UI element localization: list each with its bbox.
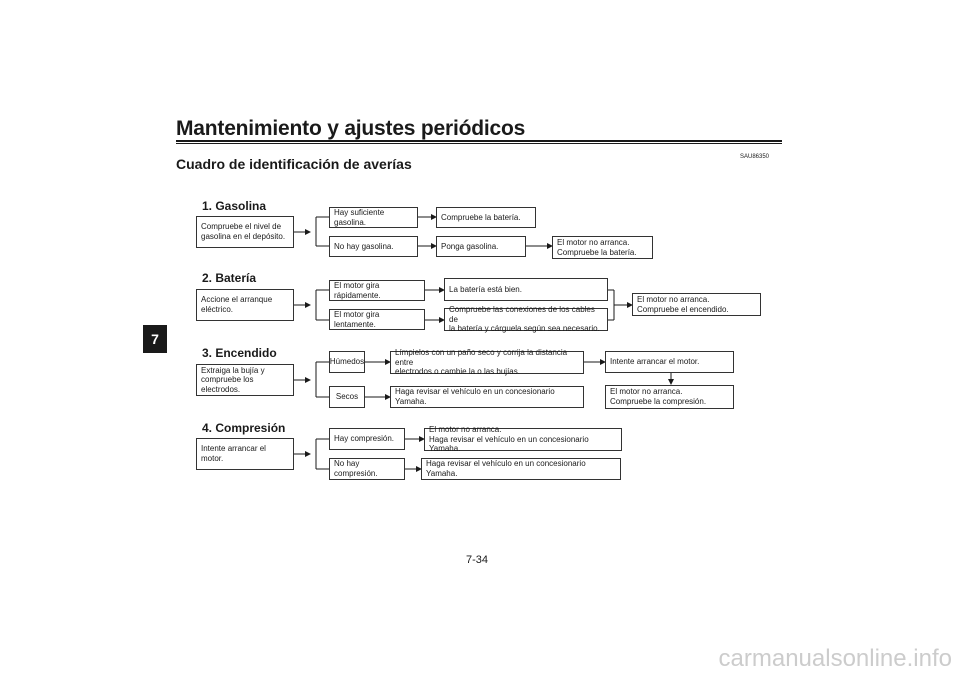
flow-box-text: Accione el arranque eléctrico. [201,295,273,314]
flow-box-branch-b: No hay gasolina. [329,236,418,257]
flow-box-branch-a: Hay suficiente gasolina. [329,207,418,228]
flow-box-start: Extraiga la bujía y compruebe los electr… [196,364,294,396]
watermark: carmanualsonline.info [718,645,952,672]
flow-box-start: Compruebe el nivel de gasolina en el dep… [196,216,294,248]
flow-box-text: El motor no arranca. Compruebe la baterí… [557,237,637,257]
flow-box-text: Haga revisar el vehículo en un concesion… [395,387,555,406]
flow-box-text: Compruebe la batería. [441,212,521,222]
flow-box-branch-a-result: El motor no arranca. Compruebe la compre… [605,385,734,409]
flow-box-text: La batería está bien. [449,284,522,294]
flow-box-branch-b-next: Haga revisar el vehículo en un concesion… [421,458,621,480]
title-rule-thin [176,143,782,144]
flow-box-branch-a: Hay compresión. [329,428,405,450]
flow-box-branch-a: Húmedos [329,351,365,373]
section-heading-compresion: 4. Compresión [202,421,286,435]
flow-box-text: El motor no arranca. Compruebe la compre… [610,387,707,406]
chapter-tab: 7 [143,325,167,353]
flow-box-text: Haga revisar el vehículo en un concesion… [426,459,586,478]
flow-box-branch-a-next: Compruebe la batería. [436,207,536,228]
flow-box-branch-b: El motor gira lentamente. [329,309,425,330]
flow-box-text: El motor no arranca. Haga revisar el veh… [429,425,589,454]
flow-box-text: Secos [335,392,359,402]
flow-box-branch-a: El motor gira rápidamente. [329,280,425,301]
flow-box-branch-a-then: Intente arrancar el motor. [605,351,734,373]
flow-box-text: No hay compresión. [334,459,378,478]
flow-box-branch-b-next: Ponga gasolina. [436,236,526,257]
section-subtitle: Cuadro de identificación de averías [176,156,412,172]
flow-box-branch-b-next: Compruebe las conexiones de los cables d… [444,305,608,334]
flow-box-text: Hay suficiente gasolina. [334,207,385,227]
flow-box-branch-b: Secos [329,386,365,408]
flow-box-text: El motor no arranca. Compruebe el encend… [637,294,729,314]
section-heading-bateria: 2. Batería [202,271,257,285]
flow-box-text: Extraiga la bujía y compruebe los electr… [201,365,265,394]
flow-box-text: Hay compresión. [334,434,395,444]
flow-box-text: Compruebe el nivel de gasolina en el dep… [201,222,286,241]
flow-box-branch-a-next: Límpielos con un paño seco y corrija la … [390,348,584,377]
flow-box-text: Límpielos con un paño seco y corrija la … [395,348,568,377]
title-rule [176,140,782,142]
page-title: Mantenimiento y ajustes periódicos [176,117,526,140]
section-code: SAU86350 [740,154,770,160]
flow-box-branch-a-next: El motor no arranca. Haga revisar el veh… [424,425,622,454]
flow-box-result: El motor no arranca. Compruebe el encend… [632,293,761,316]
flow-box-text: Intente arrancar el motor. [201,444,266,463]
section-heading-encendido: 3. Encendido [202,346,277,360]
flow-box-text: No hay gasolina. [334,241,394,251]
flow-box-branch-b-next: Haga revisar el vehículo en un concesion… [390,386,584,408]
flow-box-branch-b: No hay compresión. [329,458,405,480]
flow-box-text: Húmedos [329,357,365,367]
flow-box-branch-a-next: La batería está bien. [444,278,608,301]
flow-box-text: Ponga gasolina. [441,241,499,251]
section-heading-gasolina: 1. Gasolina [202,199,267,213]
flow-box-text: El motor gira rápidamente. [334,280,381,300]
flow-box-branch-b-result: El motor no arranca. Compruebe la baterí… [552,236,653,259]
flow-box-text: El motor gira lentamente. [334,309,380,329]
flow-box-start: Accione el arranque eléctrico. [196,289,294,321]
flow-box-text: Compruebe las conexiones de los cables d… [449,305,600,334]
flow-box-start: Intente arrancar el motor. [196,438,294,470]
page-number: 7-34 [466,554,489,566]
flow-box-text: Intente arrancar el motor. [610,357,700,367]
